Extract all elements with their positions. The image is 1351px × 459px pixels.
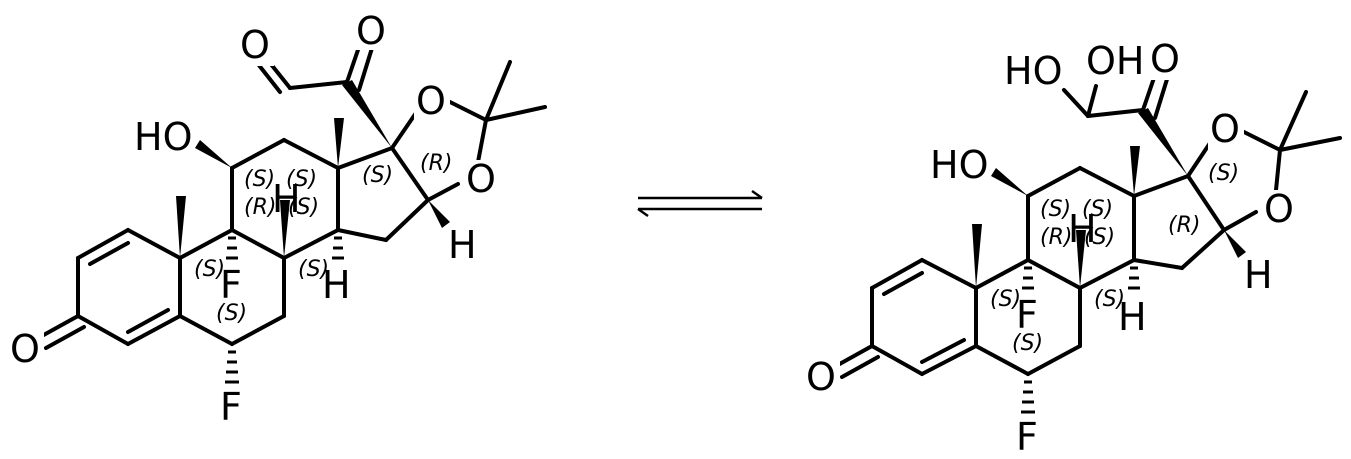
- right-stereo-c11: (S): [1040, 197, 1071, 222]
- right-stereo-c17: (S): [1208, 161, 1239, 186]
- left-keto-o-label: O: [356, 9, 386, 53]
- right-c13-methyl: [1130, 146, 1140, 196]
- left-acetonide: [390, 60, 547, 202]
- left-stereo-c8a: (S): [288, 195, 319, 220]
- right-ring-o1-label: O: [1210, 107, 1240, 151]
- right-c8-hwedge: [1076, 230, 1086, 288]
- right-molecule: HO OH O O O HO O F F H H H (S) (S) (S) (…: [804, 37, 1342, 459]
- right-h8-label: H: [1068, 207, 1097, 251]
- left-f9-hash: [226, 236, 238, 260]
- right-ring-o2-label: O: [1264, 187, 1294, 231]
- left-h14-hash: [332, 236, 344, 260]
- left-h16-label: H: [448, 223, 477, 267]
- right-oh-wedge: [991, 168, 1028, 196]
- right-stereo-c14: (S): [1094, 287, 1125, 312]
- right-ring-a-o-label: O: [806, 355, 836, 399]
- left-stereo-c16: (R): [420, 151, 452, 176]
- left-stereo-c9a: (R): [244, 195, 276, 220]
- left-ring-d: [336, 146, 430, 242]
- left-stereo-c11: (S): [244, 167, 275, 192]
- left-oh-wedge: [195, 140, 232, 168]
- left-ring-a: [38, 228, 182, 350]
- right-f9-label: F: [1016, 293, 1038, 337]
- left-stereo-c17: (S): [362, 163, 393, 188]
- right-f6-label: F: [1016, 415, 1038, 459]
- right-stereo-c8a: (S): [1084, 225, 1115, 250]
- right-h16-label: H: [1244, 253, 1273, 297]
- right-ring-d: [1132, 174, 1226, 270]
- right-stereo-c16: (R): [1168, 213, 1200, 238]
- right-acetonide: [1186, 90, 1342, 232]
- right-f9-hash: [1022, 266, 1034, 290]
- right-side-chain: [1062, 70, 1188, 176]
- left-c8-hwedge: [280, 200, 290, 258]
- left-stereo-c14: (S): [298, 257, 329, 282]
- left-h16-wedge: [428, 200, 450, 228]
- right-h16-wedge: [1224, 230, 1246, 258]
- right-oh-a-label: HO: [1004, 49, 1062, 93]
- right-h14-hash: [1128, 266, 1140, 290]
- left-h14-label: H: [322, 263, 351, 307]
- right-stereo-c6: (S): [1012, 331, 1043, 356]
- left-f9-label: F: [220, 263, 242, 307]
- right-stereo-c13: (S): [1082, 197, 1113, 222]
- right-c10-methyl: [972, 224, 982, 288]
- right-ring-a: [834, 258, 978, 379]
- right-stereo-c9a: (R): [1040, 225, 1072, 250]
- left-f6-label: F: [220, 385, 242, 429]
- left-ald-o-label: O: [240, 23, 270, 67]
- left-c13-methyl: [334, 118, 344, 168]
- left-f6-hash: [225, 350, 239, 384]
- left-ring-c: [230, 138, 340, 260]
- left-stereo-c6: (S): [216, 301, 247, 326]
- left-ring-a-o-label: O: [10, 327, 40, 371]
- left-stereo-c10: (S): [194, 257, 225, 282]
- right-ring-c: [1026, 166, 1136, 290]
- right-keto-o-label: O: [1150, 37, 1180, 81]
- left-ring-b: [178, 228, 286, 346]
- equilibrium-arrow: [637, 190, 763, 217]
- right-hydroxyl-label: HO: [930, 143, 988, 187]
- left-ring-o2-label: O: [466, 157, 496, 201]
- right-stereo-c10: (S): [990, 287, 1021, 312]
- left-stereo-c13: (S): [286, 167, 317, 192]
- left-ring-o1-label: O: [416, 79, 446, 123]
- right-h14-label: H: [1118, 295, 1147, 339]
- left-side-chain: [256, 42, 392, 148]
- left-c10-methyl: [176, 196, 186, 258]
- right-ring-b: [974, 258, 1082, 376]
- left-molecule: O O O O HO O F F H H H (S) (S) (S) (R) (…: [8, 9, 547, 429]
- left-h8-label: H: [272, 177, 301, 221]
- right-f6-hash: [1021, 380, 1035, 414]
- right-oh-b-label: OH: [1086, 39, 1144, 83]
- left-hydroxyl-label: HO: [134, 115, 192, 159]
